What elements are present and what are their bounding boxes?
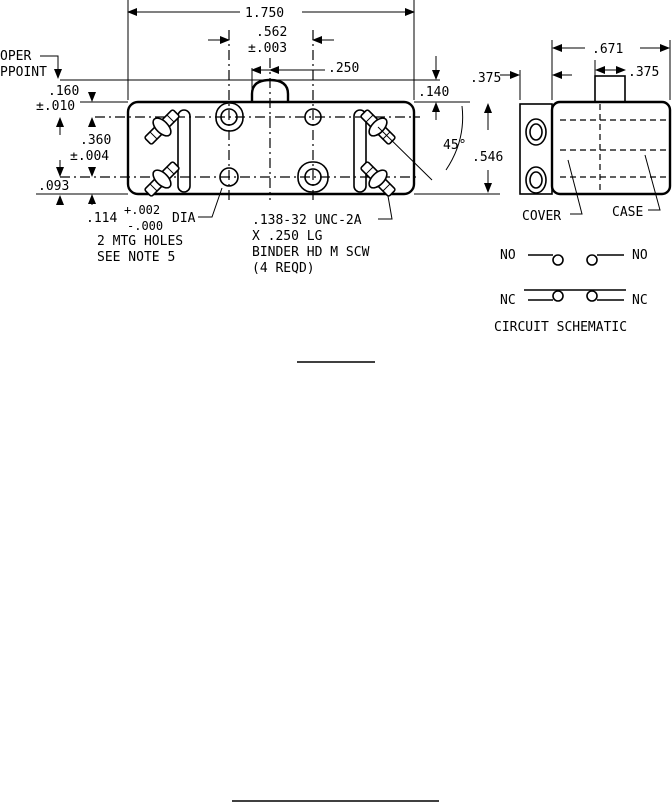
side-view: .375 .671 .375 COVER CASE (470, 40, 672, 224)
dim-top-offset: .140 (418, 85, 449, 100)
dim-hole-vertical-tol: ±.004 (70, 149, 109, 164)
mounting-hole-top-right (304, 108, 322, 126)
dim-hole-spacing: .562 (256, 25, 287, 40)
dim-hole-spacing-tol: ±.003 (248, 41, 287, 56)
schematic-nc-right: NC (632, 293, 648, 308)
schematic-title: CIRCUIT SCHEMATIC (494, 320, 627, 335)
hole-dia-minus: -.000 (127, 219, 163, 233)
dim-edge-to-hole: .160 (48, 84, 79, 99)
schematic-no-left: NO (500, 248, 516, 263)
oper-label-line2: PPOINT (0, 65, 47, 80)
mounting-hole-top-left (215, 102, 244, 132)
dim-side-plunger: .375 (628, 65, 659, 80)
oper-label-line1: OPER (0, 49, 31, 64)
dim-hole-vertical: .360 (80, 133, 111, 148)
dim-angle: 45° (443, 138, 466, 153)
screw-left-bottom (144, 161, 180, 197)
dim-cover-width: .671 (592, 42, 623, 57)
front-view: 1.750 .562 ±.003 .250 OPER PPOINT .160 ±… (0, 0, 503, 276)
mtg-holes-label: 2 MTG HOLES (97, 234, 183, 249)
screw-spec-line2: X .250 LG (252, 229, 323, 244)
hole-dia-plus: +.002 (124, 203, 160, 217)
dim-overall-length: 1.750 (245, 6, 284, 21)
screw-spec-line4: (4 REQD) (252, 261, 315, 276)
dim-plunger-offset: .250 (328, 61, 359, 76)
switch-body-outline (126, 100, 416, 196)
screw-right-bottom (360, 161, 396, 197)
schematic-nc-left: NC (500, 293, 516, 308)
see-note-label: SEE NOTE 5 (97, 250, 175, 265)
mounting-hole-bottom-left (219, 167, 239, 187)
dim-side-width: .375 (470, 71, 501, 86)
hole-dia-suffix: DIA (172, 211, 196, 226)
hole-dia-value: .114 (86, 211, 117, 226)
dim-bottom-offset: .093 (38, 179, 69, 194)
circuit-schematic: NO NO NC NC CIRCUIT SCHEMATIC (494, 248, 648, 335)
dim-height: .546 (472, 150, 503, 165)
cover-label: COVER (522, 209, 561, 224)
side-plunger (594, 75, 626, 103)
mounting-hole-bottom-right (297, 161, 329, 193)
dim-edge-to-hole-tol: ±.010 (36, 99, 75, 114)
case-label: CASE (612, 205, 643, 220)
terminal-slot-right (353, 109, 367, 193)
schematic-no-right: NO (632, 248, 648, 263)
side-screw-top (525, 118, 547, 146)
screw-left-top (144, 109, 180, 145)
screw-spec-line3: BINDER HD M SCW (252, 245, 370, 260)
side-screw-bottom (525, 166, 547, 194)
screw-spec-line1: .138-32 UNC-2A (252, 213, 362, 228)
terminal-slot-left (177, 109, 191, 193)
